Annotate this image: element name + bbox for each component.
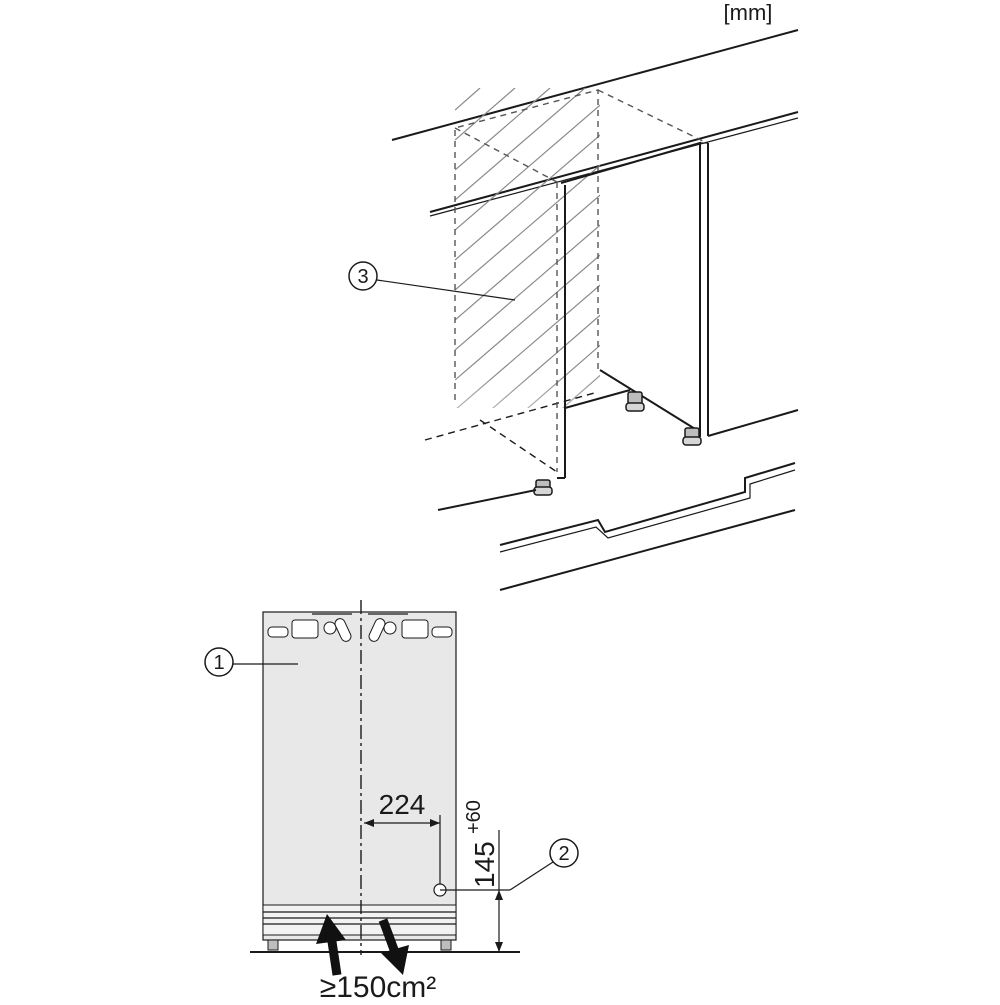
ventilation-grille bbox=[262, 904, 457, 936]
dimension-224-label: 224 bbox=[379, 789, 426, 820]
air-exhaust-arrow-icon bbox=[378, 918, 409, 975]
callout-2: 2 bbox=[509, 838, 579, 891]
kitchen-unit-3d-view bbox=[391, 29, 799, 591]
dimension-vertical: 145 +60 bbox=[463, 800, 503, 952]
callout-1: 1 bbox=[204, 647, 298, 677]
airflow-arrows bbox=[316, 914, 409, 976]
cabinet-feet bbox=[533, 391, 702, 496]
dimension-horizontal: 224 bbox=[364, 789, 441, 890]
appliance-front-view bbox=[250, 600, 520, 955]
ventilation-area-label: ≥150cm² bbox=[320, 971, 437, 1000]
callout-3-label: 3 bbox=[357, 266, 368, 288]
callout-1-label: 1 bbox=[213, 652, 224, 674]
callout-3: 3 bbox=[348, 261, 516, 301]
connection-point bbox=[433, 883, 510, 897]
callout-2-label: 2 bbox=[558, 843, 569, 865]
dimension-tolerance-label: +60 bbox=[463, 800, 485, 834]
top-fittings bbox=[267, 613, 453, 642]
dimension-145-label: 145 bbox=[469, 841, 500, 888]
air-intake-arrow-icon bbox=[316, 914, 346, 976]
units-label: [mm] bbox=[724, 0, 773, 25]
